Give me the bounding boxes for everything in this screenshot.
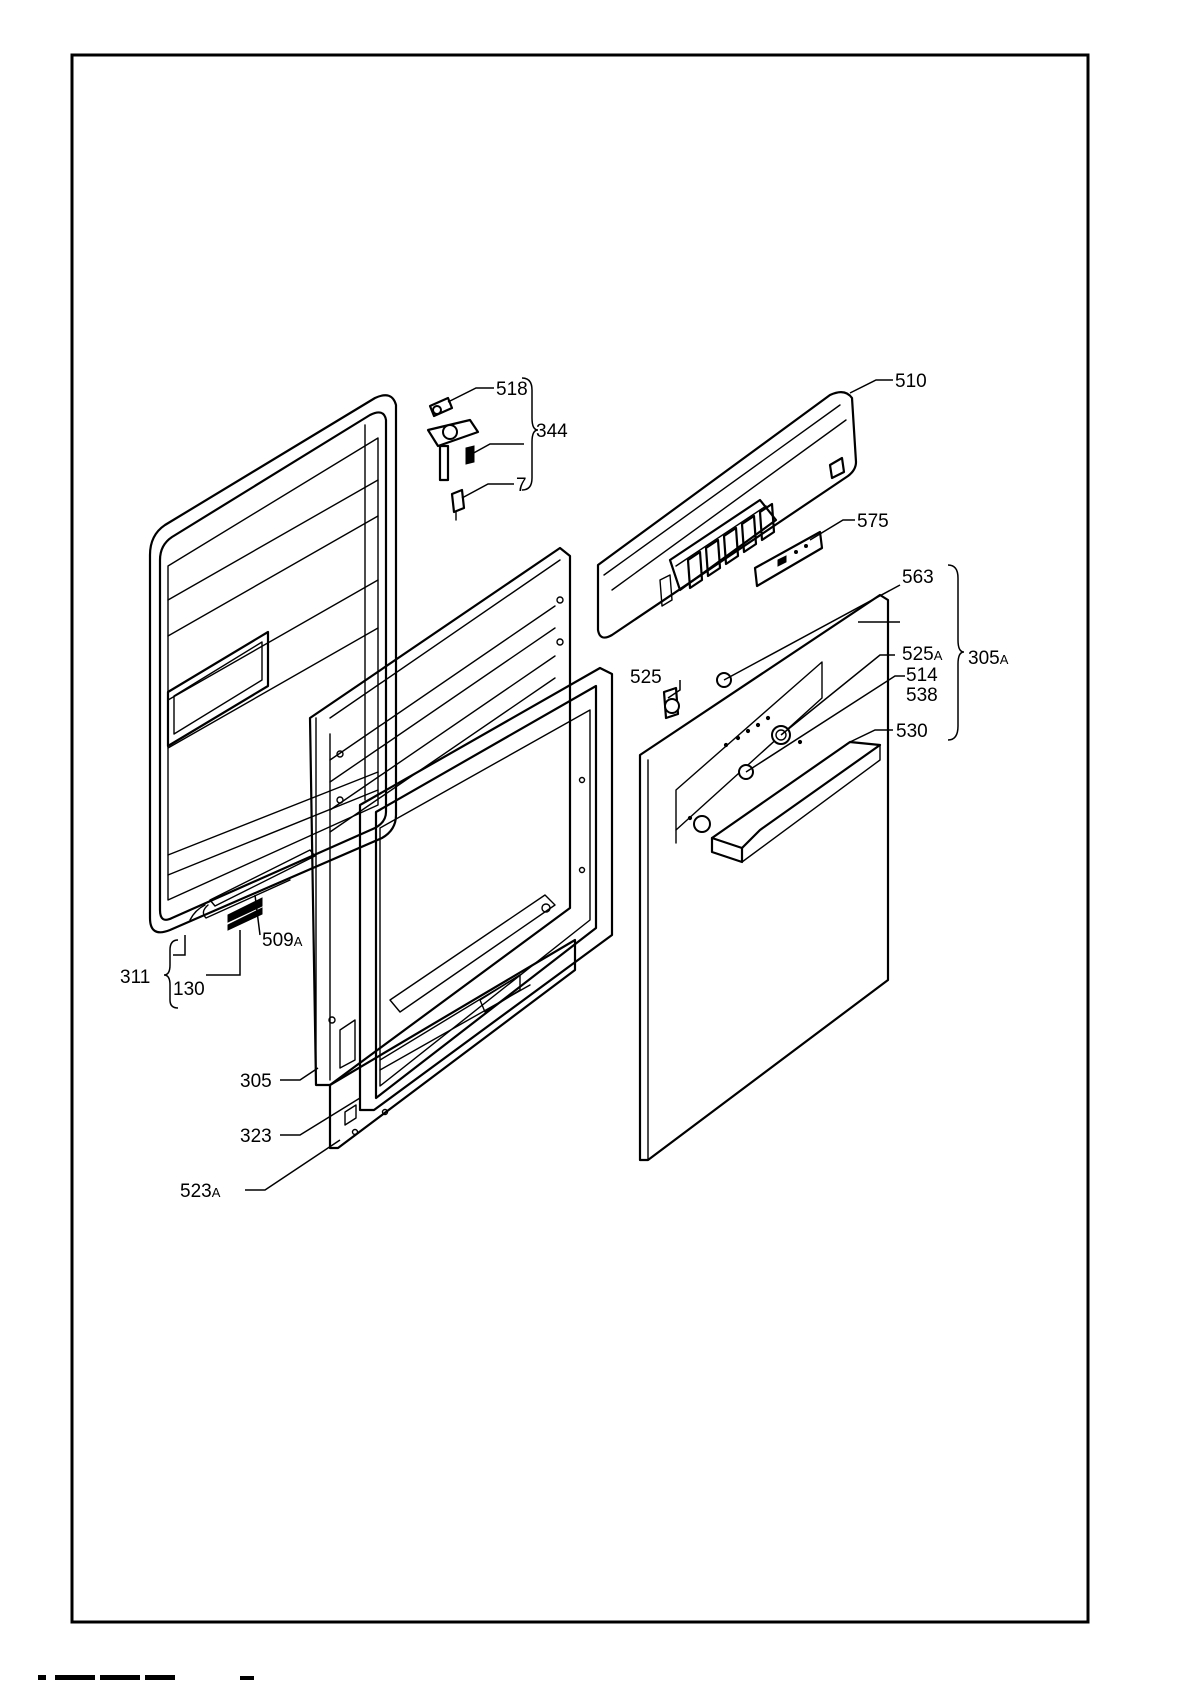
label-311: 311 xyxy=(120,967,150,988)
leader-lines xyxy=(173,380,905,1190)
door-inner-frame xyxy=(310,548,570,1085)
label-305: 305 xyxy=(240,1071,272,1092)
label-575: 575 xyxy=(857,511,889,532)
power-button xyxy=(694,816,710,832)
label-525: 525 xyxy=(630,667,662,688)
bottom-cover-plate xyxy=(330,940,575,1148)
outer-door-panel xyxy=(640,595,888,1160)
label-323: 323 xyxy=(240,1126,272,1147)
label-7: 7 xyxy=(516,475,527,496)
label-530: 530 xyxy=(896,721,928,742)
label-510: 510 xyxy=(895,371,927,392)
label-525a: 525A xyxy=(902,644,943,665)
control-panel-top xyxy=(598,392,856,637)
bracket-305a xyxy=(948,565,964,740)
label-514: 514 xyxy=(906,665,938,686)
label-305a: 305A xyxy=(968,648,1009,669)
control-label-plate xyxy=(755,532,822,586)
scan-edge-marks xyxy=(38,1675,254,1680)
label-538: 538 xyxy=(906,685,938,706)
label-563: 563 xyxy=(902,567,934,588)
label-344: 344 xyxy=(536,421,568,442)
label-523a: 523A xyxy=(180,1181,221,1202)
label-130: 130 xyxy=(173,979,205,1000)
hinge-assembly xyxy=(428,398,478,520)
door-handle xyxy=(712,742,880,862)
label-518: 518 xyxy=(496,379,528,400)
page-frame xyxy=(72,55,1088,1622)
label-509a: 509A xyxy=(262,930,303,951)
